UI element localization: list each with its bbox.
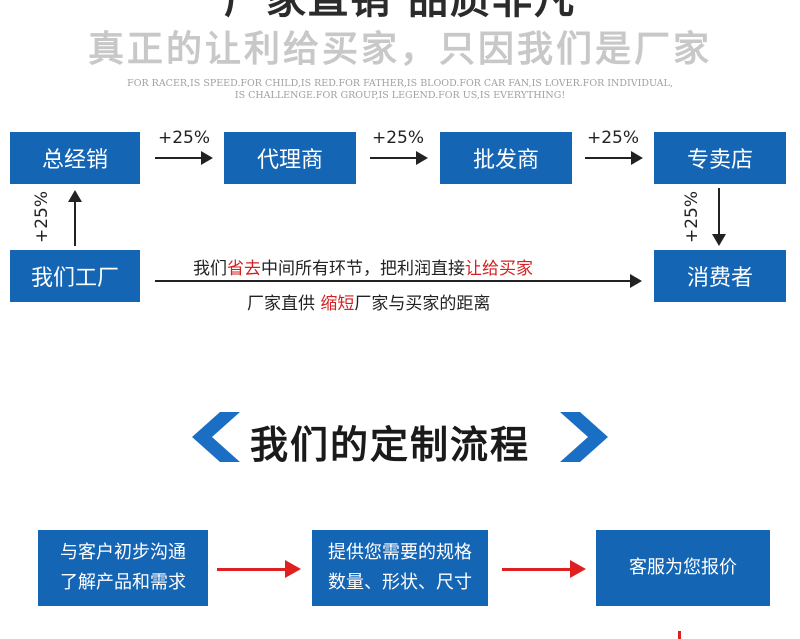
- direct-supply-line2: 厂家直供 缩短厂家与买家的距离: [247, 289, 490, 314]
- markup-label-4: +25%: [32, 190, 53, 244]
- process-step-1: 与客户初步沟通 了解产品和需求: [38, 530, 208, 606]
- english-tagline-line2: IS CHALLENGE.FOR GROUP,IS LEGEND.FOR US,…: [234, 90, 566, 101]
- arrow-shaft-down: [718, 188, 720, 236]
- process-title: 我们的定制流程: [250, 423, 531, 467]
- arrow-head-right-icon: [631, 151, 643, 165]
- process-step-2: 提供您需要的规格 数量、形状、尺寸: [312, 530, 488, 606]
- box-consumer: 消费者: [654, 250, 786, 302]
- text-highlight: 让给买家: [465, 259, 533, 279]
- text-segment: 厂家直供: [247, 294, 321, 314]
- arrow-head-right-icon: [416, 151, 428, 165]
- arrow-shaft-1: [155, 157, 203, 159]
- step-text-line: 客服为您报价: [629, 557, 737, 578]
- english-tagline: FOR RACER,IS SPEED.FOR CHILD,IS RED.FOR …: [80, 78, 720, 102]
- text-segment: 中间所有环节，把利润直接: [261, 259, 465, 279]
- red-arrow-head-icon: [570, 560, 586, 578]
- box-store: 专卖店: [654, 132, 786, 184]
- direct-supply-line1: 我们省去中间所有环节，把利润直接让给买家: [193, 254, 533, 279]
- text-segment: 我们: [193, 259, 227, 279]
- arrow-head-right-icon: [630, 274, 642, 288]
- red-mark-fragment: [678, 631, 681, 639]
- chevron-left-icon: [192, 412, 240, 462]
- text-highlight: 缩短: [320, 294, 355, 314]
- text-segment: 厂家与买家的距离: [354, 294, 491, 314]
- markup-label-1: +25%: [158, 128, 211, 148]
- english-tagline-line1: FOR RACER,IS SPEED.FOR CHILD,IS RED.FOR …: [127, 78, 673, 89]
- markup-label-5: +25%: [682, 190, 703, 244]
- arrow-shaft-3: [585, 157, 633, 159]
- arrow-head-down-icon: [712, 234, 726, 246]
- box-our-factory: 我们工厂: [10, 250, 140, 302]
- step-text-line: 了解产品和需求: [60, 572, 186, 593]
- step-text-line: 提供您需要的规格: [328, 542, 472, 563]
- chevron-right-icon: [560, 412, 608, 462]
- direct-arrow-shaft: [155, 280, 633, 282]
- top-banner-title: 厂家直销 品质非凡: [224, 0, 576, 23]
- arrow-shaft-up: [74, 200, 76, 246]
- step-text-line: 数量、形状、尺寸: [328, 572, 472, 593]
- box-general-distributor: 总经销: [10, 132, 140, 184]
- markup-label-3: +25%: [587, 128, 640, 148]
- red-arrow-shaft: [217, 568, 287, 571]
- step-text-line: 与客户初步沟通: [60, 542, 186, 563]
- arrow-shaft-2: [370, 157, 418, 159]
- slogan: 真正的让利给买家，只因我们是厂家: [87, 29, 712, 70]
- arrow-head-up-icon: [68, 190, 82, 202]
- red-arrow-shaft: [502, 568, 572, 571]
- markup-label-2: +25%: [372, 128, 425, 148]
- arrow-head-right-icon: [201, 151, 213, 165]
- text-highlight: 省去: [227, 259, 261, 279]
- process-step-3: 客服为您报价: [596, 530, 770, 606]
- box-wholesaler: 批发商: [440, 132, 572, 184]
- box-agent: 代理商: [224, 132, 356, 184]
- red-arrow-head-icon: [285, 560, 301, 578]
